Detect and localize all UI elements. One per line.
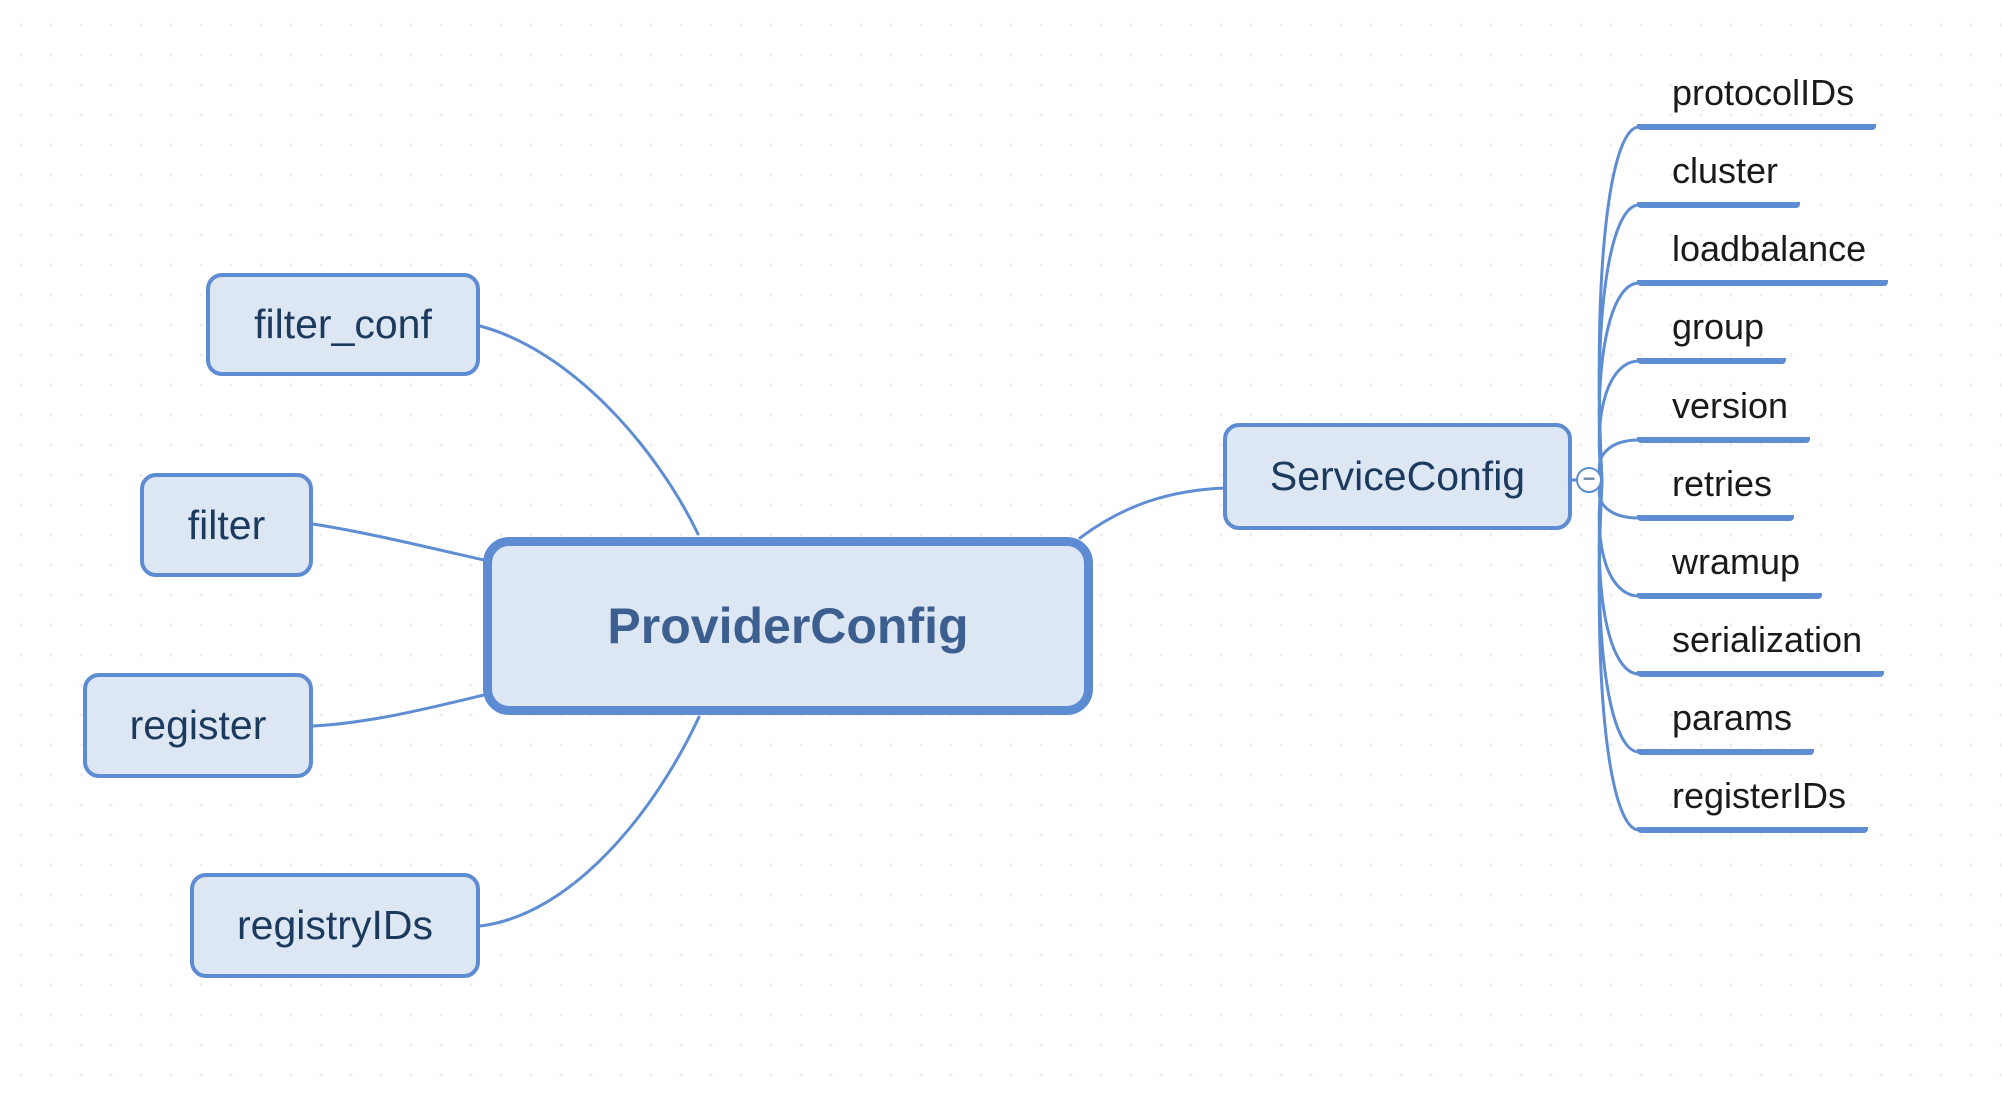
- minus-icon: −: [1582, 466, 1596, 491]
- node-label: filter: [187, 501, 266, 548]
- root-node-label: ProviderConfig: [607, 598, 969, 654]
- node-label: registryIDs: [237, 902, 433, 948]
- branch-filter: [311, 522, 486, 562]
- node-filter-conf[interactable]: filter_conf: [206, 273, 480, 376]
- root-node-providerconfig[interactable]: ProviderConfig: [483, 537, 1093, 715]
- node-filter[interactable]: filter: [140, 473, 313, 577]
- branch-version: [1597, 438, 1641, 483]
- branch-group: [1597, 359, 1641, 483]
- leaf-node-wramup[interactable]: wramup: [1637, 540, 1823, 599]
- leaf-node-version[interactable]: version: [1637, 384, 1811, 443]
- branch-filter-conf: [478, 324, 700, 536]
- branch-loadbalance: [1597, 281, 1641, 483]
- leaf-node-serialization[interactable]: serialization: [1637, 618, 1885, 677]
- branch-retries: [1597, 479, 1641, 520]
- collapse-toggle-button[interactable]: −: [1576, 467, 1602, 493]
- leaf-node-registerids[interactable]: registerIDs: [1637, 774, 1869, 833]
- leaf-node-retries[interactable]: retries: [1637, 462, 1795, 521]
- branch-wramup: [1597, 479, 1641, 598]
- leaf-node-cluster[interactable]: cluster: [1637, 149, 1801, 208]
- node-label: ServiceConfig: [1269, 453, 1526, 499]
- branch-registryids: [478, 715, 701, 928]
- node-registryids[interactable]: registryIDs: [190, 873, 480, 978]
- branch-registerids: [1597, 479, 1641, 832]
- leaf-node-group[interactable]: group: [1637, 305, 1787, 364]
- node-register[interactable]: register: [83, 673, 313, 778]
- branch-register: [311, 693, 486, 728]
- branch-serviceconfig: [1078, 486, 1228, 540]
- branch-params: [1597, 479, 1641, 754]
- leaf-node-loadbalance[interactable]: loadbalance: [1637, 227, 1889, 286]
- leaf-node-protocolids[interactable]: protocolIDs: [1637, 71, 1877, 130]
- branch-cluster: [1597, 203, 1641, 483]
- node-serviceconfig[interactable]: ServiceConfig: [1223, 423, 1572, 530]
- branch-serialization: [1597, 479, 1641, 676]
- node-label: register: [129, 702, 267, 748]
- node-label: filter_conf: [254, 301, 432, 347]
- branch-protocolids: [1597, 125, 1641, 483]
- leaf-node-params[interactable]: params: [1637, 696, 1815, 755]
